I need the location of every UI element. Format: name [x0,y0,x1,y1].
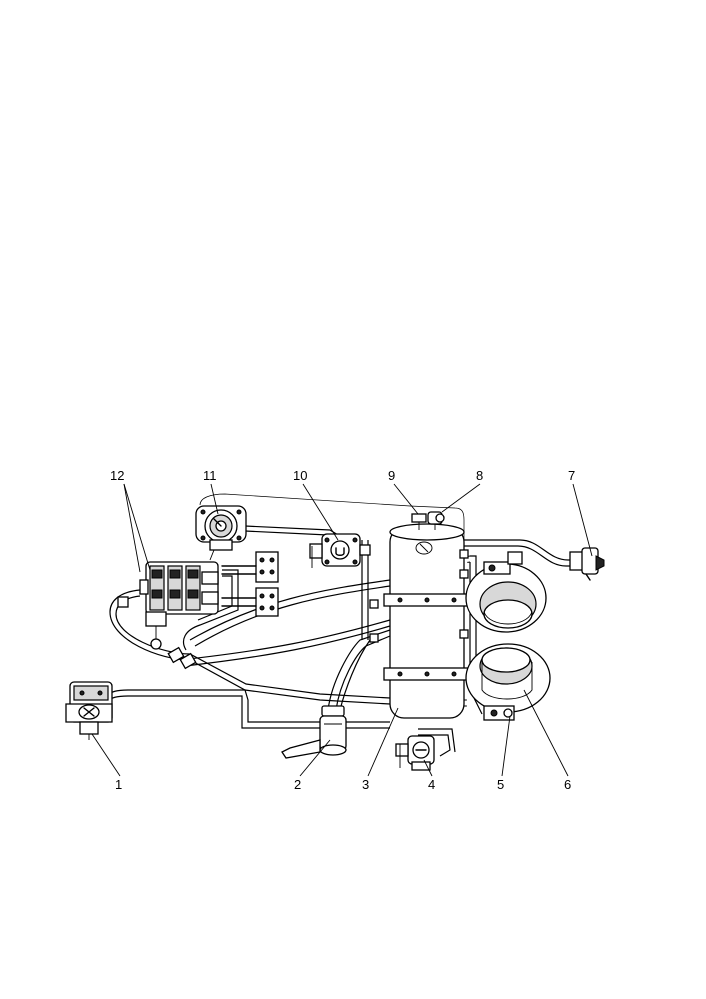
callout-9: 9 [388,468,395,483]
brake-chamber-lower [465,643,551,721]
callout-11: 11 [203,468,217,483]
brake-chamber-upper [465,551,547,633]
air-compressor [65,681,113,740]
callout-10: 10 [293,468,307,483]
pressure-gauge-unit [195,505,247,561]
callout-5: 5 [497,777,504,792]
callout-4: 4 [428,777,435,792]
receiver-top-fittings [411,511,445,530]
callout-1: 1 [115,777,122,792]
callout-12: 12 [110,468,124,483]
moisture-separator [281,705,347,759]
callout-labels: 12 11 10 9 8 7 1 2 3 4 5 6 [110,468,575,792]
callout-7: 7 [568,468,575,483]
callout-2: 2 [294,777,301,792]
brake-valve-distributor [117,561,219,670]
callout-3: 3 [362,777,369,792]
callout-6: 6 [564,777,571,792]
leader-lines [91,483,593,777]
brake-pedals [221,551,279,617]
coupling-head [569,547,605,581]
air-receiver [369,523,471,719]
drain-valve [395,735,435,771]
callout-8: 8 [476,468,483,483]
pressure-regulator-valve [309,533,371,568]
